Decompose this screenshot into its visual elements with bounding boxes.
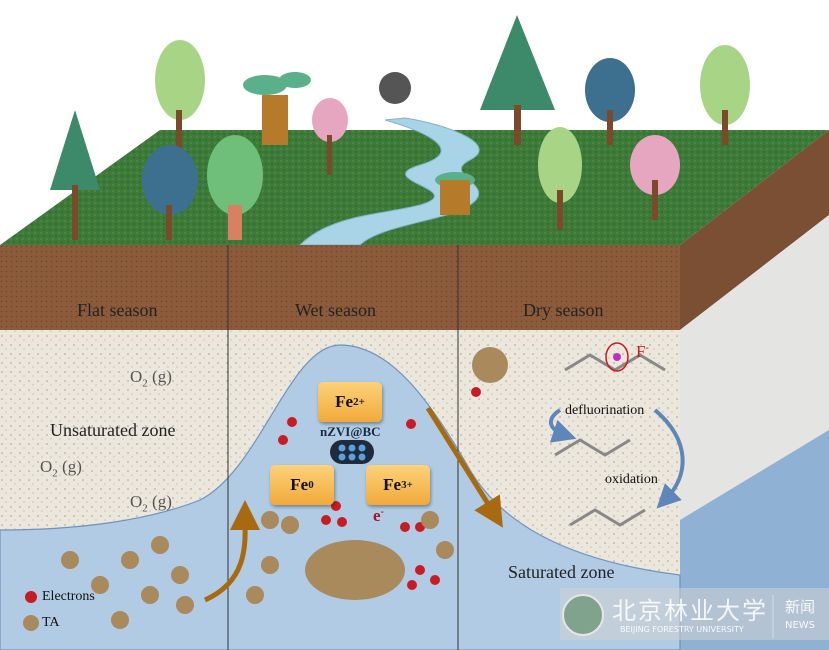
ta-particles	[61, 347, 508, 629]
trees	[50, 15, 750, 240]
pfas-molecules	[554, 353, 666, 527]
soil-side	[680, 130, 829, 330]
electron-legend-icon	[25, 591, 37, 603]
soil-layer	[0, 245, 680, 330]
fluoride-highlight	[605, 342, 629, 372]
electron-label: e-	[373, 506, 384, 525]
watermark-news-en: NEWS	[785, 620, 816, 631]
defluorination-label: defluorination	[565, 403, 645, 418]
oxidation-label: oxidation	[605, 472, 658, 487]
nzvi-bc-label: nZVI@BC	[320, 424, 381, 439]
dry-season-label: Dry season	[523, 300, 604, 320]
legend-ta: TA	[42, 615, 60, 630]
saturated-zone-label: Saturated zone	[508, 562, 615, 582]
flow-arrow	[425, 406, 503, 528]
oxygen-label: O2 (g)	[130, 492, 172, 515]
oxygen-label: O2 (g)	[130, 367, 172, 390]
unsaturated-zone-label: Unsaturated zone	[50, 420, 176, 440]
river	[298, 117, 480, 246]
watermark-university-cn: 北京林业大学	[612, 597, 768, 625]
watermark-banner	[560, 588, 829, 640]
defluorination-arrow	[549, 408, 577, 443]
groundwater	[0, 344, 681, 650]
fluoride-label: F-	[636, 342, 649, 361]
grass-surface	[0, 130, 829, 245]
oxygen-label: O2 (g)	[40, 457, 82, 480]
wet-season-label: Wet season	[295, 300, 377, 320]
watermark-news-cn: 新闻	[785, 598, 816, 616]
flat-season-label: Flat season	[77, 300, 158, 320]
rise-arrow	[203, 500, 261, 603]
legend-electrons: Electrons	[42, 589, 95, 604]
oxidation-arrow	[653, 408, 685, 509]
watermark-university-en: BEIJING FORESTRY UNIVERSITY	[620, 625, 744, 634]
ta-legend-icon	[23, 615, 39, 631]
